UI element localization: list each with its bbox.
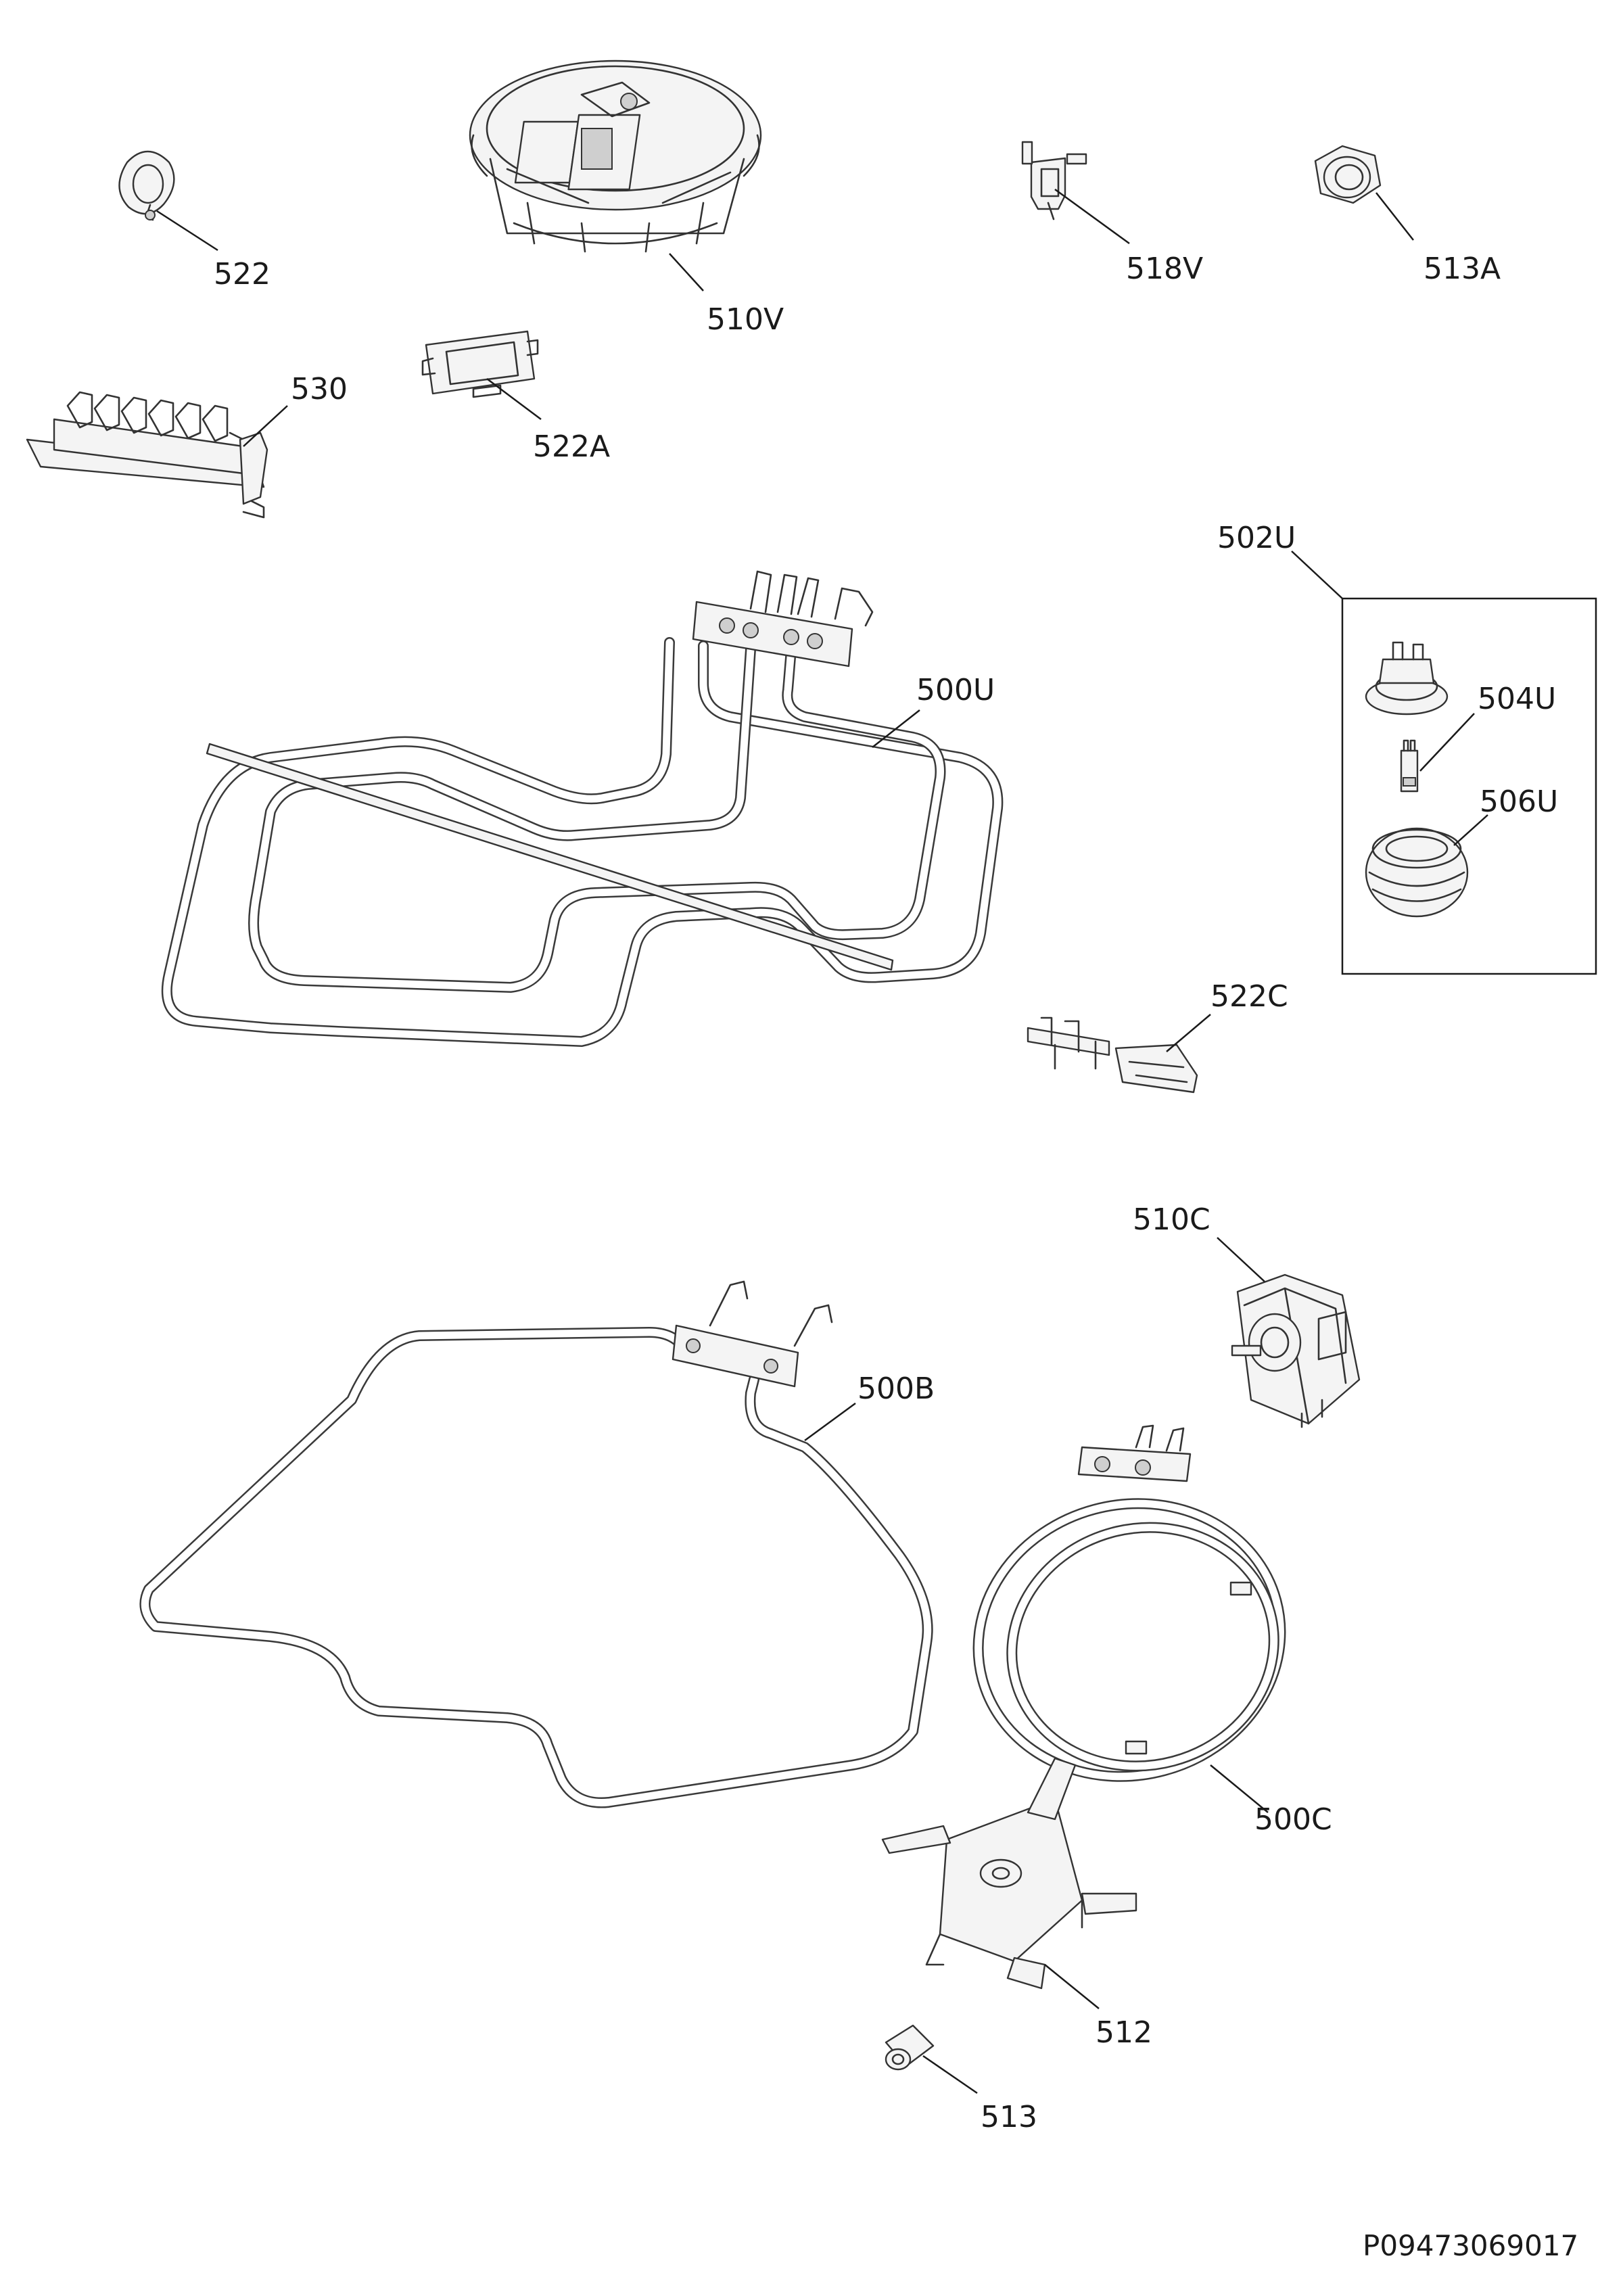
part-500B-bottom-heater [139,1280,933,1808]
leader-522C [1166,1014,1211,1052]
part-522C-bracket [1027,1016,1198,1094]
label-506U: 506U [1480,784,1558,819]
leader-518V [1054,188,1130,245]
label-500C: 500C [1254,1802,1332,1837]
part-522-cable-clip [118,150,175,221]
leader-513A [1375,192,1414,241]
label-522A: 522A [533,429,610,464]
leader-512 [1044,1964,1100,2009]
label-512: 512 [1096,2015,1152,2050]
part-506U-lamp-cover [1365,827,1469,918]
part-500C-circular-heater [972,1424,1286,1782]
leader-500B [804,1402,856,1442]
leader-500U [872,709,920,748]
part-510C-fan-motor [1231,1273,1361,1428]
label-500B: 500B [857,1372,935,1406]
label-513: 513 [981,2100,1037,2134]
part-513-bushing [885,2024,935,2071]
part-512-fan-blade [881,1757,1137,1990]
part-500U-top-heater [161,570,1004,1047]
part-522A-bracket [421,330,539,398]
leader-510C [1217,1237,1265,1282]
leader-510V [669,253,704,291]
leader-506U [1453,814,1488,846]
label-510V: 510V [707,302,784,337]
leader-530 [243,405,288,447]
leader-504U [1419,713,1475,772]
part-530-terminal-block [26,391,268,519]
label-518V: 518V [1126,252,1203,286]
label-513A: 513A [1424,252,1501,286]
label-504U: 504U [1478,682,1556,716]
label-522: 522 [214,257,270,291]
part-510V-cooling-fan [469,60,762,253]
part-504U-lamp [1365,641,1449,793]
label-522C: 522C [1210,979,1288,1014]
label-510C: 510C [1133,1202,1210,1237]
label-530: 530 [291,372,348,406]
label-502U: 502U [1217,521,1296,555]
leader-522A [486,378,542,420]
part-502U-group-box [1341,597,1597,975]
leader-500C [1210,1764,1269,1813]
label-500U: 500U [916,673,995,707]
document-number: P09473069017 [1363,2229,1578,2262]
leader-522 [156,210,218,252]
part-518V-switch [1021,141,1087,220]
part-513A-nut [1314,145,1382,204]
leader-502U [1291,550,1343,599]
leader-513 [922,2055,978,2094]
